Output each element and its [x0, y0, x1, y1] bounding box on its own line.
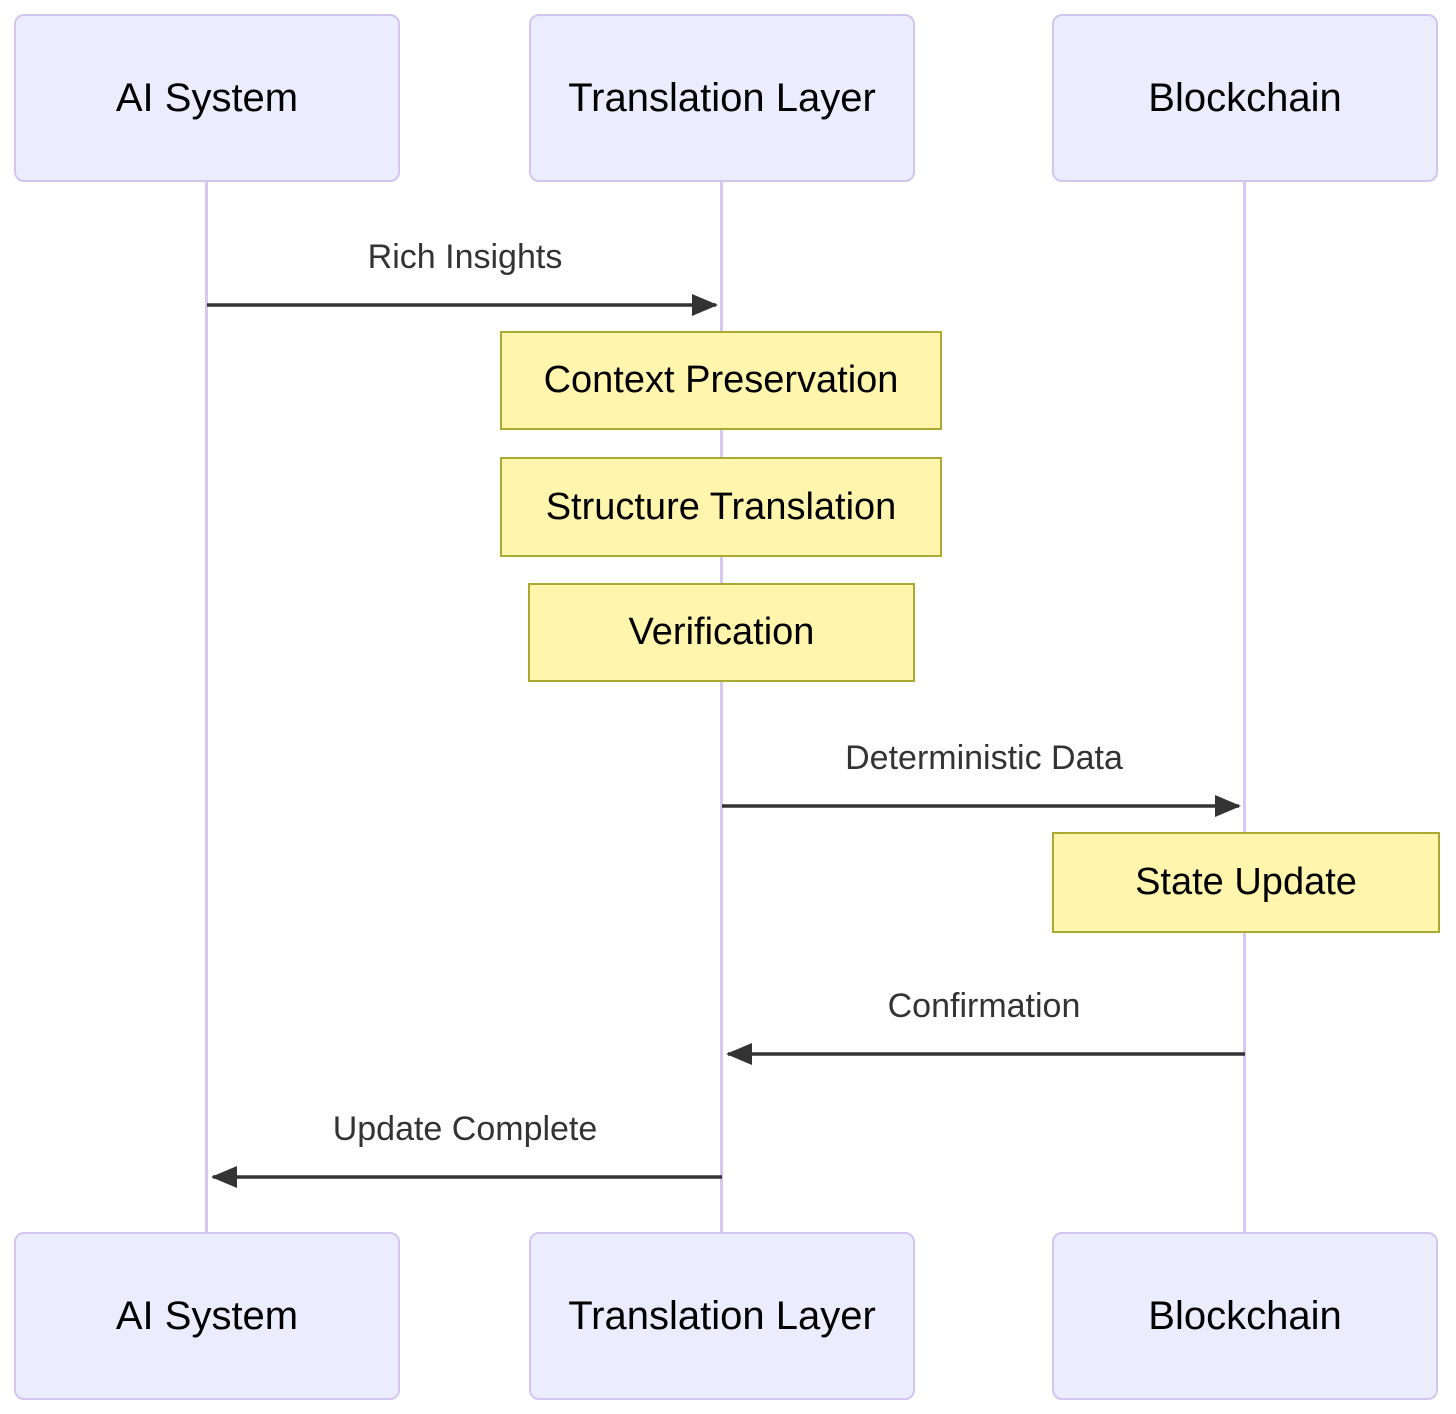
note-state-update: State Update [1052, 832, 1440, 933]
note-context-preservation: Context Preservation [500, 331, 942, 430]
lifeline-ai-system [205, 182, 208, 1232]
message-label-deterministic-data: Deterministic Data [845, 739, 1123, 777]
actor-label: Translation Layer [568, 1293, 876, 1338]
actor-ai-system-bottom: AI System [14, 1232, 400, 1400]
actor-translation-layer-top: Translation Layer [529, 14, 915, 182]
actor-label: AI System [115, 75, 299, 120]
note-structure-translation: Structure Translation [500, 457, 942, 557]
actor-label: Blockchain [1148, 75, 1342, 120]
actor-label: Blockchain [1148, 1293, 1342, 1338]
actor-translation-layer-bottom: Translation Layer [529, 1232, 915, 1400]
actor-blockchain-bottom: Blockchain [1052, 1232, 1438, 1400]
message-label-confirmation: Confirmation [887, 987, 1081, 1025]
lifeline-blockchain [1243, 182, 1246, 1232]
actor-ai-system-top: AI System [14, 14, 400, 182]
actor-label: Translation Layer [568, 75, 876, 120]
message-label-update-complete: Update Complete [332, 1110, 598, 1148]
message-label-rich-insights: Rich Insights [367, 238, 563, 276]
lifeline-translation-layer [720, 182, 723, 1232]
actor-blockchain-top: Blockchain [1052, 14, 1438, 182]
actor-label: AI System [115, 1293, 299, 1338]
note-verification: Verification [528, 583, 915, 682]
